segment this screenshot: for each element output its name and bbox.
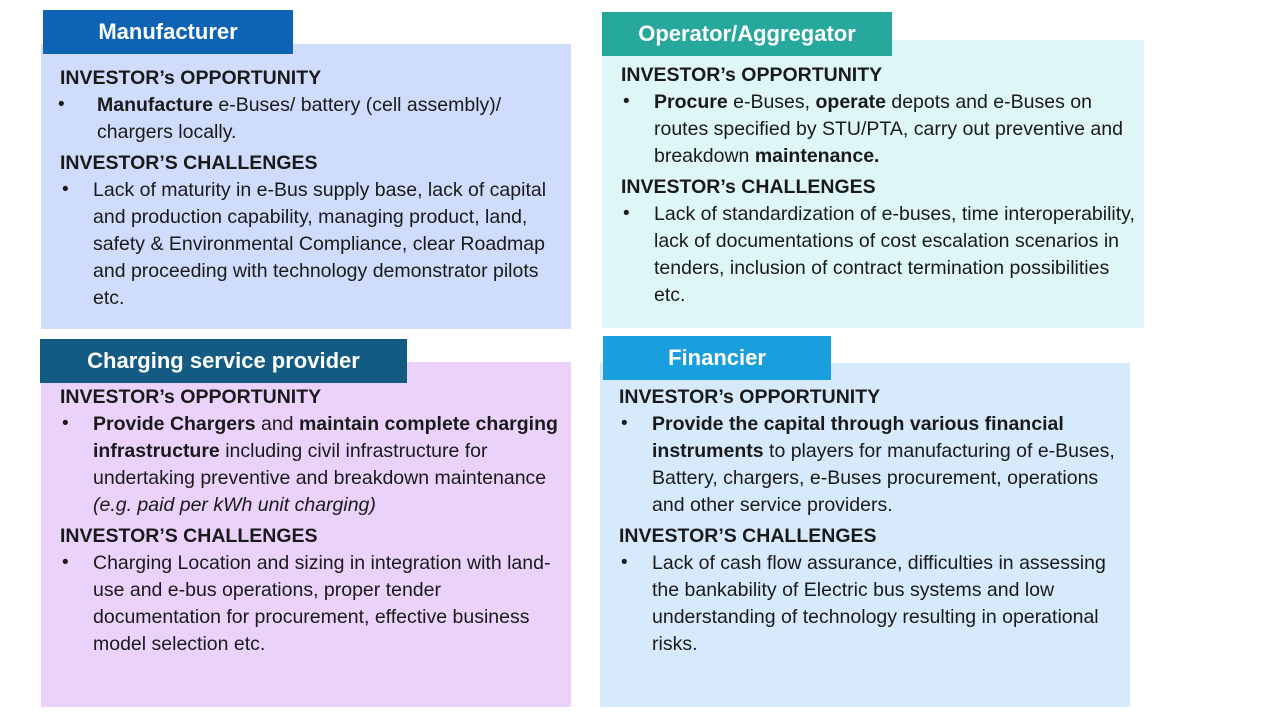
bullet-icon: • — [62, 552, 69, 573]
charging-opportunity-text-1: and — [255, 413, 299, 435]
charging-title: Charging service provider — [40, 339, 407, 383]
manufacturer-challenges-heading: INVESTOR’S CHALLENGES — [60, 152, 318, 174]
charging-opportunity-text-2: including civil infrastructure for under… — [93, 440, 547, 489]
bullet-icon: • — [62, 179, 69, 200]
charging-panel — [41, 362, 571, 707]
bullet-icon: • — [623, 91, 630, 112]
bullet-icon: • — [58, 94, 65, 115]
operator-title: Operator/Aggregator — [602, 12, 892, 56]
charging-opportunity-italic: (e.g. paid per kWh unit charging) — [93, 494, 376, 516]
manufacturer-challenges-item: • Lack of maturity in e-Bus supply base, … — [62, 177, 560, 312]
operator-opportunity-text-2: depots and e-Buses on routes specified b… — [654, 91, 1123, 167]
financier-title: Financier — [603, 336, 831, 380]
operator-challenges-heading: INVESTOR’s CHALLENGES — [621, 176, 876, 198]
operator-opportunity-heading: INVESTOR’s OPPORTUNITY — [621, 64, 883, 86]
bullet-icon: • — [62, 413, 69, 434]
manufacturer-challenges-text: Lack of maturity in e-Bus supply base, l… — [93, 179, 547, 309]
manufacturer-opportunity-item: • Manufacture e-Buses/ battery (cell asse… — [58, 92, 560, 146]
manufacturer-opportunity-text: e-Buses/ battery (cell assembly)/ charge… — [97, 94, 502, 143]
financier-content: INVESTOR’s OPPORTUNITY • Provide the capi… — [619, 384, 1119, 662]
charging-challenges-heading: INVESTOR’S CHALLENGES — [60, 525, 318, 547]
operator-panel — [602, 40, 1144, 328]
financier-challenges-text: Lack of cash flow assurance, difficultie… — [652, 552, 1106, 655]
operator-content: INVESTOR’s OPPORTUNITY • Procure e-Buses,… — [621, 62, 1136, 313]
bullet-icon: • — [621, 413, 628, 434]
charging-opportunity-heading: INVESTOR’s OPPORTUNITY — [60, 386, 322, 408]
operator-opportunity-bold-2: operate — [815, 91, 886, 113]
charging-opportunity-bold-1: Provide Chargers — [93, 413, 256, 435]
charging-content: INVESTOR’s OPPORTUNITY • Provide Chargers… — [60, 384, 560, 662]
charging-opportunity-item: • Provide Chargers and maintain complete … — [62, 411, 560, 519]
financier-opportunity-heading: INVESTOR’s OPPORTUNITY — [619, 386, 881, 408]
bullet-icon: • — [623, 203, 630, 224]
charging-opportunity-bold-2: maintain complete charging infrastructur… — [93, 413, 558, 462]
manufacturer-title: Manufacturer — [43, 10, 293, 54]
financier-opportunity-bold: Provide the capital through various fina… — [652, 413, 1064, 462]
manufacturer-panel — [41, 44, 571, 329]
manufacturer-opportunity-heading: INVESTOR’s OPPORTUNITY — [60, 67, 322, 89]
financier-opportunity-item: • Provide the capital through various fin… — [621, 411, 1119, 519]
operator-opportunity-bold-3: maintenance. — [754, 145, 880, 167]
manufacturer-opportunity-bold: Manufacture — [97, 94, 213, 116]
operator-challenges-text: Lack of standardization of e-buses, time… — [654, 203, 1135, 306]
operator-challenges-item: • Lack of standardization of e-buses, tim… — [623, 201, 1136, 309]
financier-challenges-heading: INVESTOR’S CHALLENGES — [619, 525, 877, 547]
charging-challenges-text: Charging Location and sizing in integrat… — [93, 552, 551, 655]
operator-opportunity-item: • Procure e-Buses, operate depots and e-B… — [623, 89, 1136, 170]
bullet-icon: • — [621, 552, 628, 573]
manufacturer-content: INVESTOR’s OPPORTUNITY • Manufacture e-Bu… — [58, 65, 560, 316]
financier-opportunity-text: to players for manufacturing of e-Buses,… — [652, 440, 1115, 516]
financier-challenges-item: • Lack of cash flow assurance, difficulti… — [621, 550, 1119, 658]
operator-opportunity-text-1: e-Buses, — [727, 91, 816, 113]
charging-challenges-item: • Charging Location and sizing in integra… — [62, 550, 560, 658]
operator-opportunity-bold-1: Procure — [654, 91, 728, 113]
financier-panel — [600, 363, 1130, 707]
